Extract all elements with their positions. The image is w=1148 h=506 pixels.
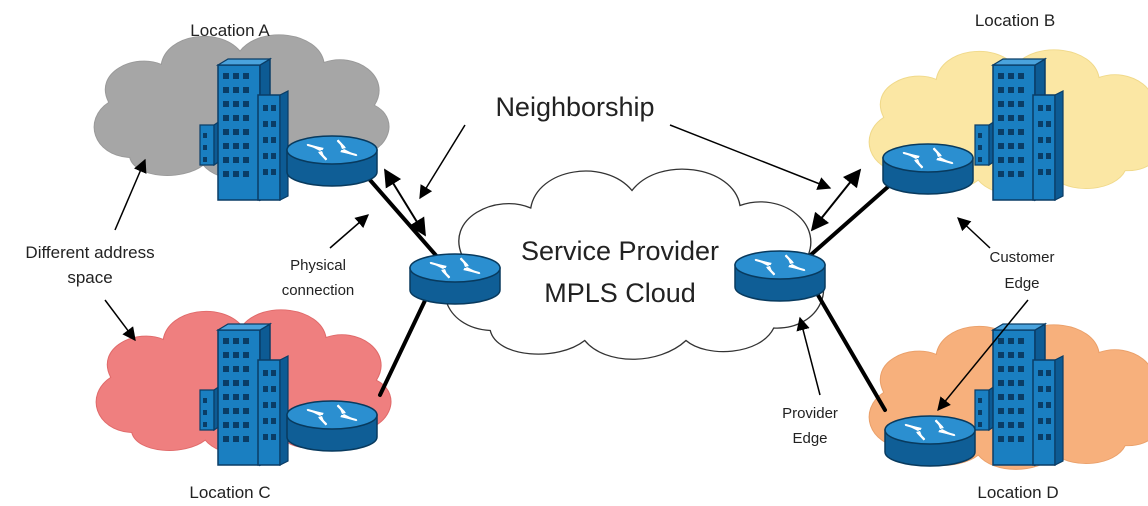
neighborship-double-arrow-right [810,168,862,232]
label-provider-edge-line1: Provider [782,405,838,422]
router-icon-ce-b [881,142,975,196]
label-different-address-line1: Different address [25,243,154,262]
arrow-neighborship-right [669,124,832,190]
label-location-b: Location B [975,11,1055,30]
router-icon-ce-c [285,399,379,453]
label-cloud-line1: Service Provider [521,236,719,266]
label-customer-edge-line2: Edge [1004,275,1039,292]
label-provider-edge-line2: Edge [792,430,827,447]
link-a-pe-left [368,178,442,262]
neighborship-double-arrow-left [384,168,426,237]
label-location-c: Location C [189,483,270,502]
arrow-neighborship-left [419,124,466,200]
router-icon-ce-d [883,414,977,468]
arrow-customer-edge-d [937,299,1029,412]
router-icon-ce-a [285,134,379,188]
arrow-physical [329,214,370,249]
link-d-pe-right [813,288,887,412]
label-cloud-line2: MPLS Cloud [544,278,696,308]
arrow-provider-edge [796,316,821,396]
label-location-a: Location A [190,21,270,40]
label-neighborship: Neighborship [495,92,654,122]
link-c-pe-left [378,288,432,397]
arrow-address-to-a [114,158,147,231]
label-customer-edge-line1: Customer [989,249,1054,266]
arrow-customer-edge-b [957,217,991,249]
router-icon-pe-right [733,249,827,303]
label-physical-line1: Physical [290,257,346,274]
pointer-arrows [104,124,1029,412]
label-different-address-line2: space [67,268,112,287]
router-icon-pe-left [408,252,502,306]
arrow-address-to-c [104,299,136,342]
label-physical-line2: connection [282,282,355,299]
label-location-d: Location D [977,483,1058,502]
